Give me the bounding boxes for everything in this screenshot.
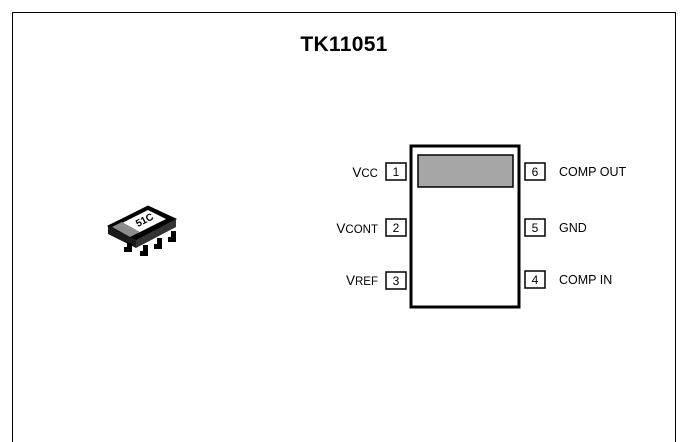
pin-box-2 (385, 218, 407, 237)
pin-box-3 (385, 271, 407, 290)
package-marking-band (112, 222, 140, 237)
diagram-frame (12, 12, 676, 442)
ic-marking-band (417, 154, 514, 188)
pin-label-6: COMP OUT (559, 165, 626, 179)
pin-box-4 (524, 270, 546, 289)
pin-box-1 (385, 162, 407, 181)
diagram-title: TK11051 (300, 33, 388, 56)
pin-box-5 (524, 218, 546, 237)
pinout-diagram: 51C 1 2 3 6 5 4 VCC VCONT VREF COMP OUT … (106, 144, 626, 309)
package-lead-2 (140, 245, 148, 256)
package-marking-area (120, 210, 166, 233)
pin-label-4: COMP IN (559, 273, 612, 287)
pin-number-5: 5 (532, 221, 539, 235)
pin-number-3: 3 (393, 274, 400, 288)
pin-label-5: GND (559, 221, 587, 235)
pin-box-6 (524, 162, 546, 181)
pin-number-1: 1 (393, 165, 400, 179)
package-illustration: 51C (106, 205, 178, 256)
package-side-face (136, 219, 176, 248)
pin-label-1: VCC (352, 165, 378, 180)
package-lead-1 (124, 243, 132, 252)
package-lead-3 (154, 238, 162, 249)
pin-number-2: 2 (393, 221, 400, 235)
package-lead-4 (168, 231, 176, 242)
pin-label-3: VREF (346, 273, 378, 288)
pin-number-6: 6 (532, 165, 539, 179)
pin-label-2: VCONT (336, 221, 378, 236)
package-front-face (108, 226, 136, 248)
pin-number-4: 4 (532, 273, 539, 287)
